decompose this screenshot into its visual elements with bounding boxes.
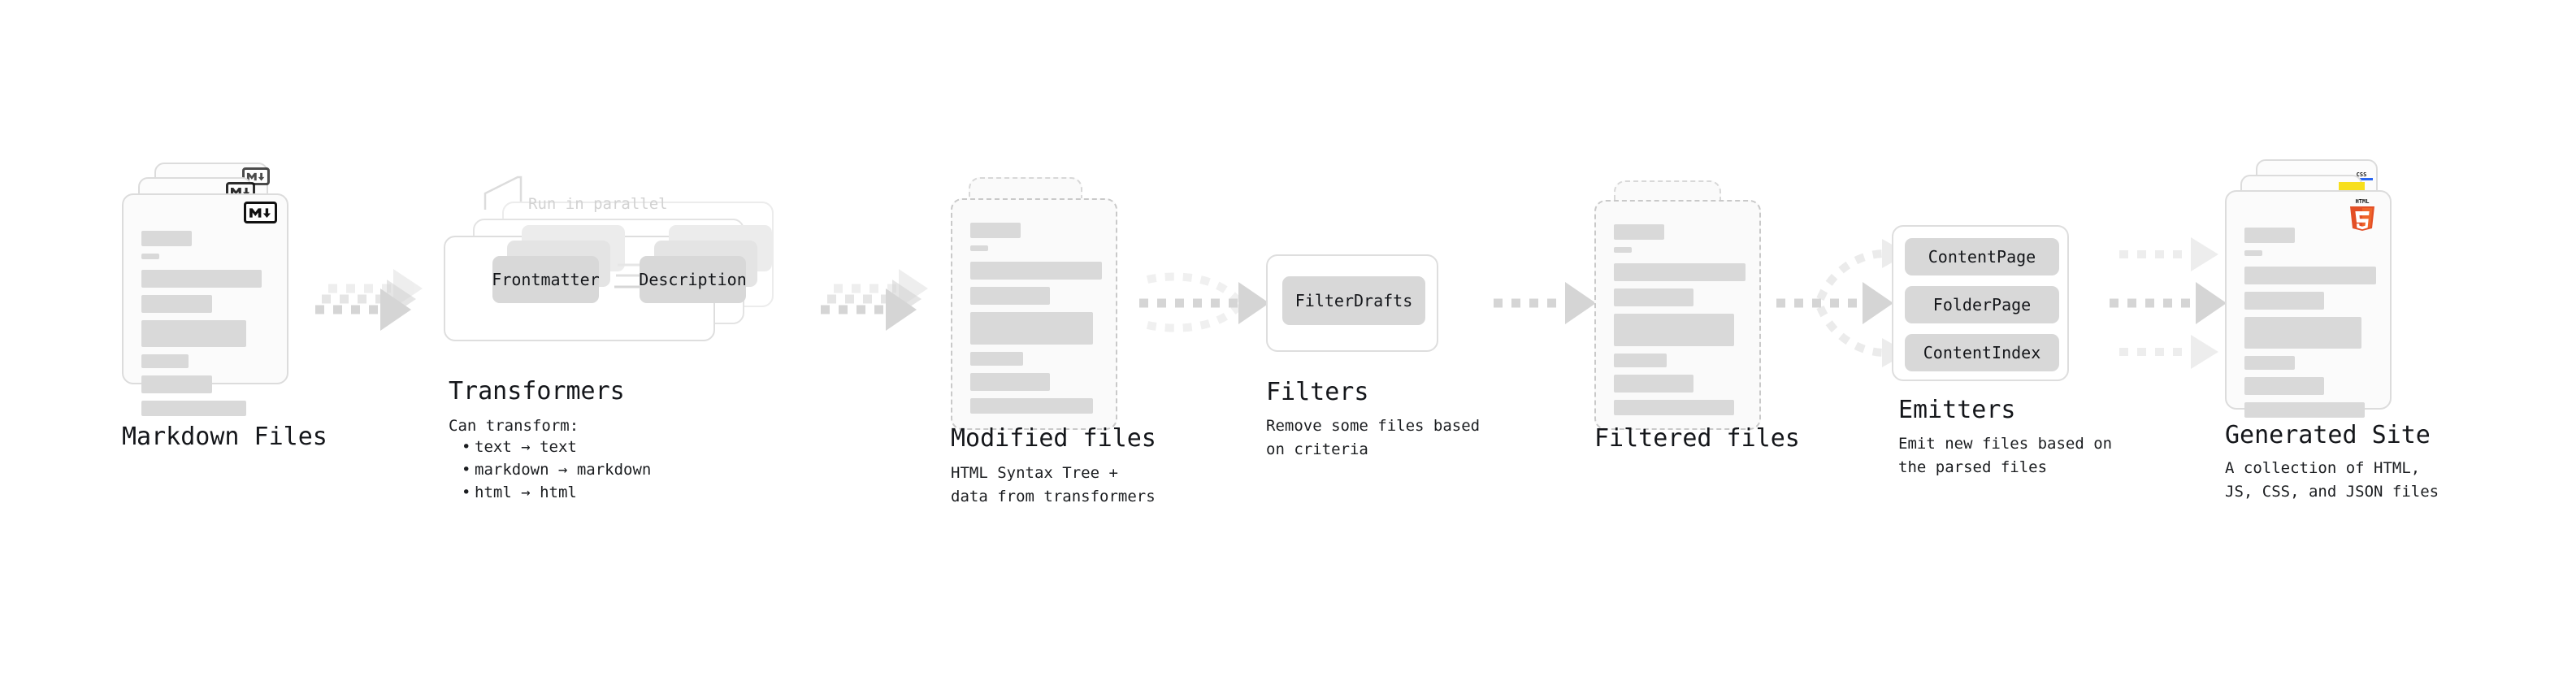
run-in-parallel-annotation: Run in parallel <box>528 195 668 213</box>
transformers-desc-lead: Can transform: <box>449 417 579 435</box>
transformers-chip-description[interactable]: Description <box>639 256 747 303</box>
stage-title-transformers: Transformers <box>449 377 625 406</box>
css-icon: CSS <box>2348 169 2374 180</box>
emitters-chip-contentpage[interactable]: ContentPage <box>1905 238 2059 275</box>
conn-filtered-to-emitters <box>1776 239 1908 367</box>
stage-desc-generated-site: A collection of HTML, JS, CSS, and JSON … <box>2225 459 2439 501</box>
stage-title-filtered-files: Filtered files <box>1594 424 1800 453</box>
stage-title-markdown-files: Markdown Files <box>122 423 327 451</box>
transformers-bullet-html: html → html <box>462 481 651 504</box>
stage-desc-emitters: Emit new files based on the parsed files <box>1898 435 2113 476</box>
generated-card-placeholder-lines <box>2244 228 2376 425</box>
filtered-card-front <box>1594 200 1761 430</box>
emitters-chip-folderpage[interactable]: FolderPage <box>1905 286 2059 323</box>
emitters-chip-folderpage-label: FolderPage <box>1932 295 2032 314</box>
modified-card-front <box>951 198 1117 430</box>
generated-card-front <box>2225 190 2392 418</box>
markdown-card-placeholder-lines <box>141 231 272 423</box>
stage-desc-modified-files: HTML Syntax Tree + data from transformer… <box>951 464 1156 505</box>
conn-md-to-transformers <box>315 269 423 331</box>
stage-title-modified-files: Modified files <box>951 424 1156 453</box>
stage-title-filters: Filters <box>1266 378 1369 406</box>
conn-modified-to-filters <box>1139 272 1269 332</box>
transformers-bullet-markdown: markdown → markdown <box>462 458 651 481</box>
emitters-chip-contentindex[interactable]: ContentIndex <box>1905 334 2059 371</box>
transformers-chip-frontmatter-label: Frontmatter <box>492 270 600 289</box>
emitters-chip-contentindex-label: ContentIndex <box>1923 343 2041 362</box>
filters-chip-filterdrafts[interactable]: FilterDrafts <box>1282 276 1425 325</box>
transformers-chip-frontmatter[interactable]: Frontmatter <box>492 256 600 303</box>
html5-wordmark: HTML <box>2356 198 2370 205</box>
conn-filters-to-filtered <box>1494 282 1596 324</box>
markdown-icon <box>244 202 277 223</box>
modified-card-placeholder-lines <box>970 223 1102 421</box>
svg-text:CSS: CSS <box>2357 171 2367 178</box>
html5-icon: HTML <box>2347 197 2378 231</box>
emitters-box: ContentPage FolderPage ContentIndex <box>1892 225 2069 381</box>
stage-desc-filters: Remove some files based on criteria <box>1266 417 1481 458</box>
conn-emitters-to-site <box>2110 237 2227 369</box>
transformers-chip-description-label: Description <box>639 270 747 289</box>
transformers-bullet-text: text → text <box>462 436 651 458</box>
filters-box: FilterDrafts <box>1266 254 1438 352</box>
filters-chip-filterdrafts-label: FilterDrafts <box>1295 291 1413 310</box>
filtered-card-placeholder-lines <box>1614 224 1746 423</box>
markdown-card-front <box>122 193 288 416</box>
emitters-chip-contentpage-label: ContentPage <box>1928 247 2036 267</box>
stage-title-generated-site: Generated Site <box>2225 421 2431 449</box>
stage-title-emitters: Emitters <box>1898 396 2016 424</box>
conn-transformers-to-modified <box>821 269 928 331</box>
transformers-bullet-list: text → text markdown → markdown html → h… <box>449 436 651 504</box>
